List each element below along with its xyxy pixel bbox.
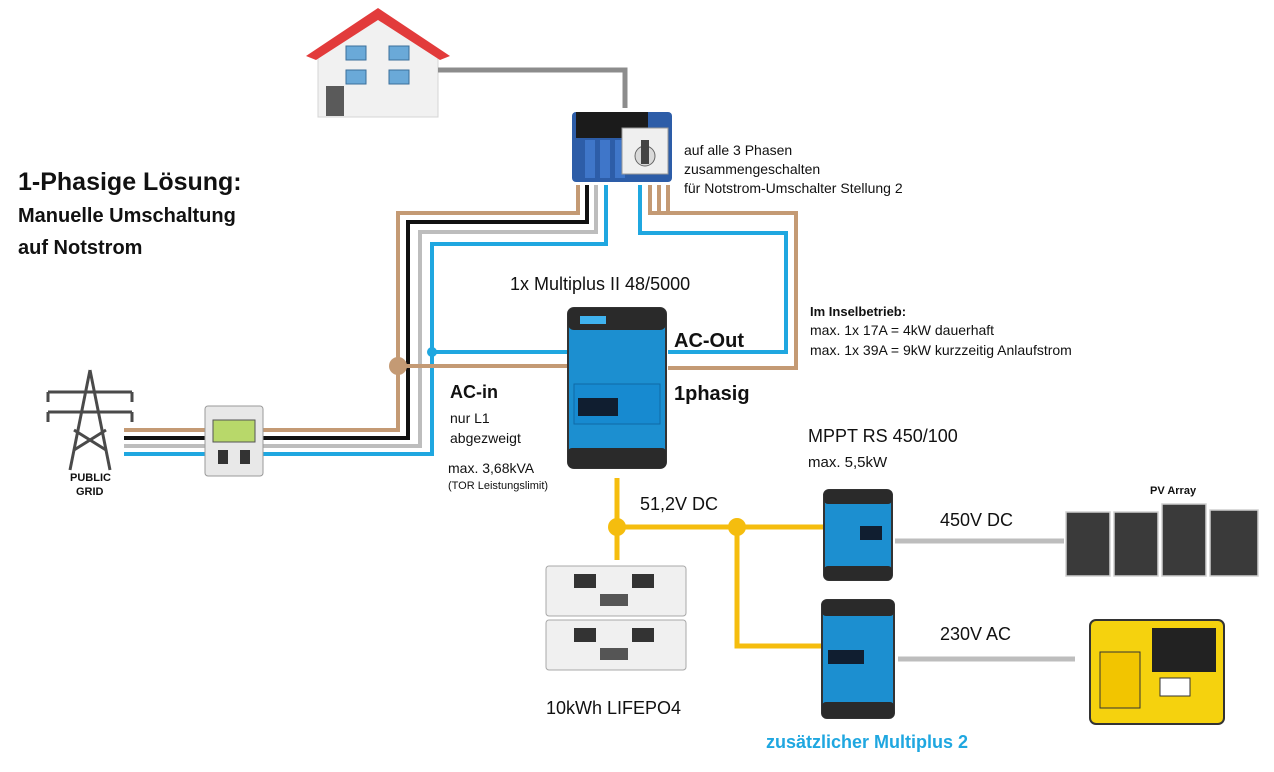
multiplus-main-icon <box>567 307 667 469</box>
mppt-max-label: max. 5,5kW <box>808 454 888 471</box>
inverter-label: 1x Multiplus II 48/5000 <box>510 274 691 294</box>
island-line1: max. 1x 17A = 4kW dauerhaft <box>810 322 995 338</box>
mppt-label: MPPT RS 450/100 <box>808 426 958 446</box>
ac-in-label: AC-in <box>450 382 498 402</box>
battery-label: 10kWh LIFEPO4 <box>546 698 682 718</box>
ac-in-note-line1: nur L1 <box>450 410 490 426</box>
diagram-subtitle-line2: auf Notstrom <box>18 237 143 259</box>
n-junction-dot <box>427 347 437 357</box>
switch-note-line3: für Notstrom-Umschalter Stellung 2 <box>684 180 903 196</box>
grid-label-line2: GRID <box>76 486 104 498</box>
energy-meter-icon <box>204 405 264 477</box>
diesel-generator-icon <box>1089 619 1225 725</box>
pv-array-icon <box>1065 503 1259 577</box>
battery-pack-icon <box>545 565 687 671</box>
power-limit-label: max. 3,68kVA <box>448 460 535 476</box>
changeover-switch-icon <box>572 112 672 182</box>
l1-junction-dot <box>389 357 407 375</box>
switch-note-line1: auf alle 3 Phasen <box>684 142 793 158</box>
dc-junction-dot-1 <box>608 518 626 536</box>
pv-voltage-label: 450V DC <box>940 510 1014 530</box>
house-feed-line <box>438 67 628 108</box>
house-icon <box>306 8 450 118</box>
dc-junction-dot-2 <box>728 518 746 536</box>
transmission-tower-icon <box>46 369 134 471</box>
island-heading: Im Inselbetrieb: <box>810 304 907 319</box>
phase-label: 1phasig <box>674 383 750 405</box>
generator-voltage-label: 230V AC <box>940 624 1012 644</box>
power-limit-note: (TOR Leistungslimit) <box>448 480 549 492</box>
diagram-title: 1-Phasige Lösung: <box>18 168 242 196</box>
switch-note-line2: zusammengeschalten <box>684 161 821 177</box>
ac-in-note-line2: abgezweigt <box>450 430 521 446</box>
mppt-charger-icon <box>823 489 893 581</box>
ac-out-label: AC-Out <box>674 330 744 352</box>
island-line2: max. 1x 39A = 9kW kurzzeitig Anlaufstrom <box>810 342 1072 358</box>
grid-label-line1: PUBLIC <box>70 472 111 484</box>
multiplus2-label: zusätzlicher Multiplus 2 <box>766 732 969 752</box>
dc-bus-label: 51,2V DC <box>640 494 719 514</box>
ac-wiring <box>124 185 798 456</box>
diagram-subtitle-line1: Manuelle Umschaltung <box>18 205 236 227</box>
pv-array-label: PV Array <box>1150 485 1197 497</box>
multiplus-secondary-icon <box>821 599 895 719</box>
